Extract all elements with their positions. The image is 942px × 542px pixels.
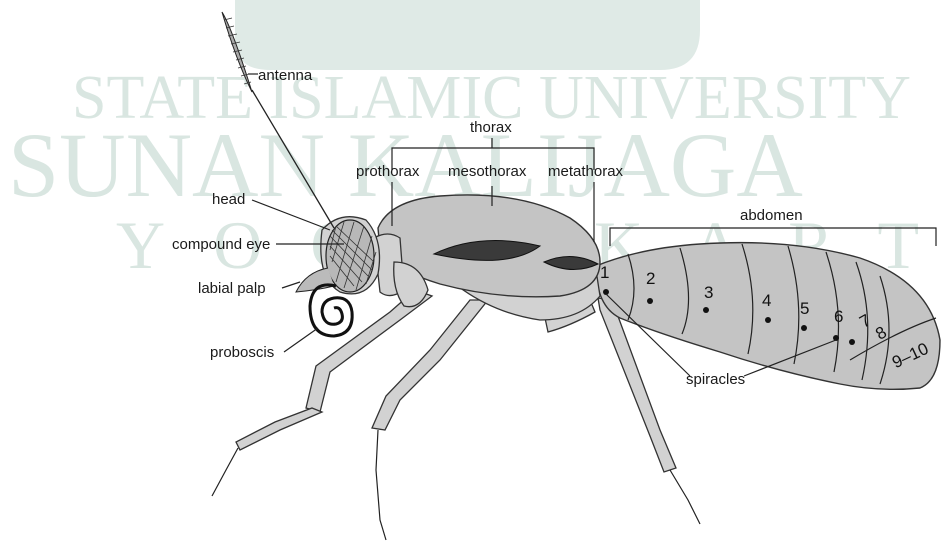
antenna-label: antenna <box>258 67 313 84</box>
compound-eye-label: compound eye <box>172 236 270 253</box>
segment-number: 2 <box>646 269 655 288</box>
mesothorax-label: mesothorax <box>448 163 527 180</box>
abdomen-label: abdomen <box>740 207 803 224</box>
proboscis-label: proboscis <box>210 344 274 361</box>
segment-number: 3 <box>704 283 713 302</box>
proboscis-leader <box>284 328 318 352</box>
metathorax-label: metathorax <box>548 163 624 180</box>
segment-number: 6 <box>834 307 843 326</box>
spiracle-7 <box>849 339 855 345</box>
head-label: head <box>212 191 245 208</box>
watermark-logo <box>235 0 700 70</box>
segment-number: 5 <box>800 299 809 318</box>
segment-number: 4 <box>762 291 771 310</box>
spiracle-3 <box>703 307 709 313</box>
segment-number: 1 <box>600 263 609 282</box>
fore-leg <box>306 290 432 412</box>
fore-leg-tibia <box>236 408 322 450</box>
thorax-label: thorax <box>470 119 512 136</box>
prothorax-label: prothorax <box>356 163 420 180</box>
spiracle-4 <box>765 317 771 323</box>
fore-leg-tarsus <box>212 448 238 496</box>
spiracle-5 <box>801 325 807 331</box>
labial-palp-label: labial palp <box>198 280 266 297</box>
spiracles-label: spiracles <box>686 371 745 388</box>
hind-leg-tarsus <box>670 470 700 524</box>
spiracle-2 <box>647 298 653 304</box>
mid-leg-tarsus <box>376 430 386 540</box>
legs <box>212 290 700 540</box>
